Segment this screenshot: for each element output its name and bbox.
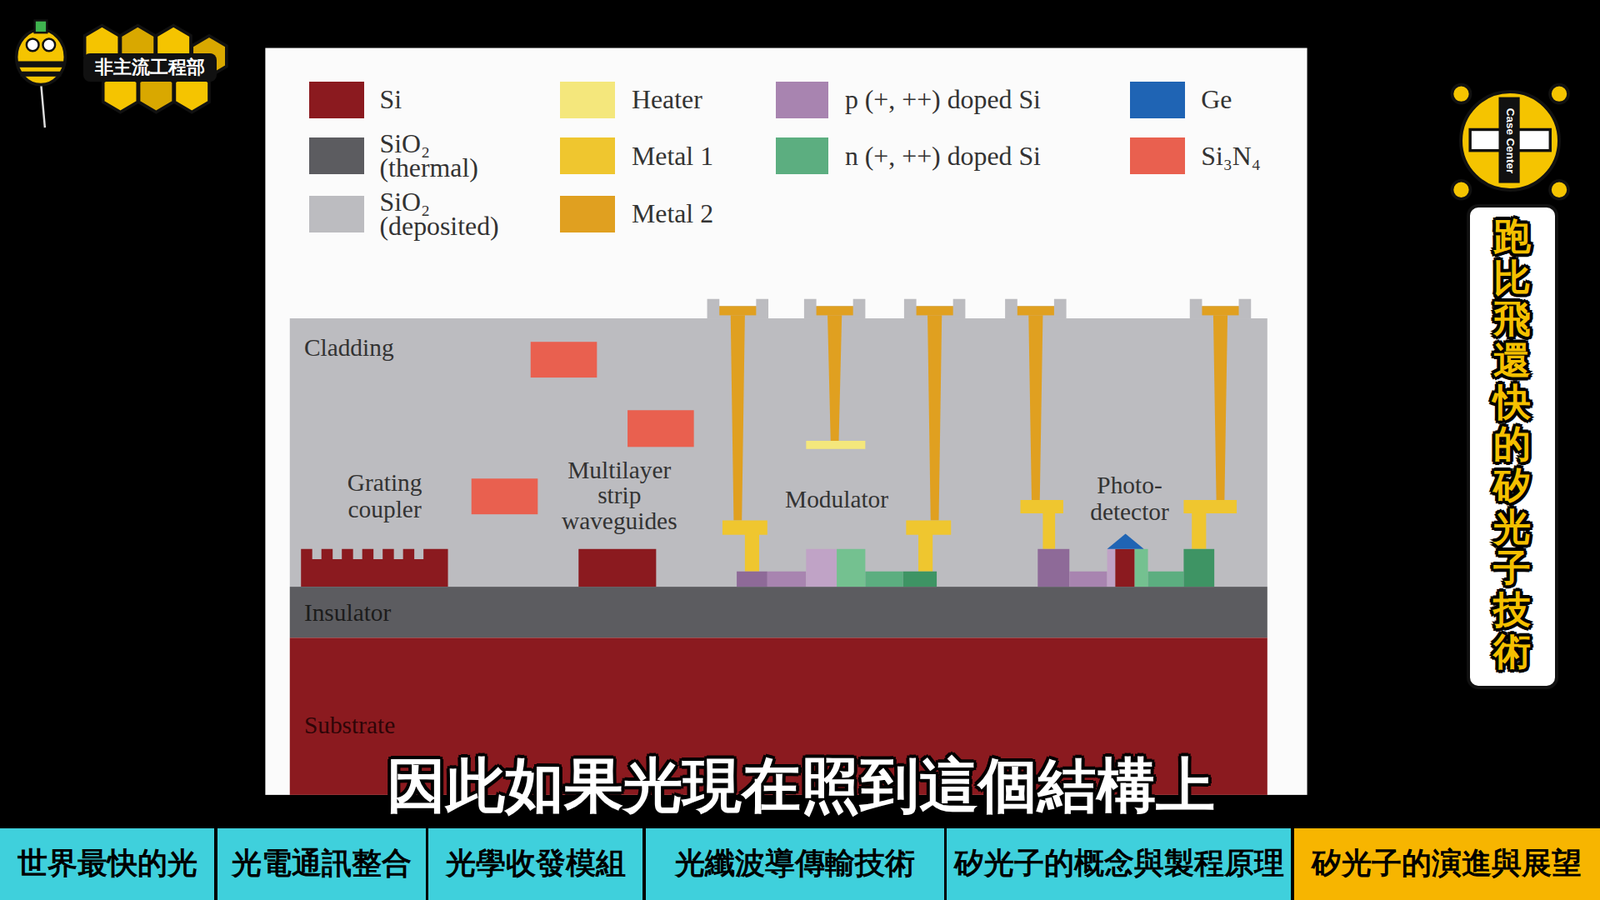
legend-text: Metal 2: [631, 201, 714, 226]
n-doped-si: [836, 549, 865, 587]
legend-swatch: [309, 81, 365, 119]
channel-name-box: 非主流工程部: [83, 53, 216, 82]
bee-stripe: [17, 60, 65, 67]
component-label: Modulator: [735, 486, 940, 514]
layer-name: Substrate: [304, 711, 395, 740]
legend-text: Metal 1: [631, 144, 714, 169]
chapter-name: 光纖波導傳輸技術: [675, 844, 915, 885]
bee-plus: [35, 20, 48, 33]
legend-text: n (+, ++) doped Si: [845, 144, 1041, 169]
badge-ear: [1550, 85, 1569, 104]
legend-swatch: [1130, 137, 1185, 175]
subtitle: 因此如果光現在照到這個結構上: [321, 753, 1281, 819]
legend-text: p (+, ++) doped Si: [845, 87, 1041, 112]
grating-coupler: [300, 549, 448, 587]
p-doped-si: [736, 571, 768, 587]
metal1-contact: [1183, 500, 1237, 550]
metal2-pad: [1017, 305, 1055, 315]
legend-swatch: [560, 195, 615, 233]
sin-waveguide: [627, 410, 695, 447]
cladding-layer: [290, 318, 1268, 587]
legend-swatch: [1130, 81, 1185, 119]
p-doped-si: [1069, 571, 1107, 587]
badge-ear: [1550, 180, 1569, 200]
chapter-name: 光電通訊整合: [231, 844, 412, 885]
n-doped-si: [903, 571, 937, 587]
chapter-name: 矽光子的概念與製程原理: [954, 844, 1285, 885]
p-doped-si: [805, 549, 837, 587]
chapter-name: 世界最快的光: [17, 844, 198, 885]
n-doped-si: [1135, 549, 1149, 587]
insulator-layer: [290, 586, 1268, 638]
sin-waveguide: [530, 341, 598, 378]
component-label: Photo-detector: [1073, 472, 1186, 526]
bee-eye: [26, 39, 40, 52]
legend-swatch: [560, 137, 615, 175]
legend-swatch: [775, 137, 830, 175]
legend-text: SiO₂ (thermal): [380, 131, 523, 181]
legend-text: Heater: [631, 87, 703, 112]
series-title-panel: 跑比飛還快的矽光子技術: [1466, 204, 1559, 690]
bee-body: [16, 30, 66, 85]
chapter-tab: 矽光子的概念與製程原理: [946, 828, 1291, 900]
bee-stinger: [40, 81, 45, 128]
metal2-pad: [916, 305, 954, 315]
layer-name: Cladding: [304, 334, 395, 362]
case-center-badge: Case Center: [1459, 90, 1561, 192]
metal2-via: [927, 315, 942, 520]
chapter-tab: 光纖波導傳輸技術: [645, 828, 945, 900]
legend-text: SiO₂ (deposited): [380, 190, 523, 240]
title-text: Case Center: [1504, 108, 1517, 175]
badge-ear: [1451, 180, 1470, 200]
metal2-pad: [1201, 305, 1239, 315]
legend-text: Si₃N₄: [1200, 144, 1261, 169]
legend-swatch: [560, 81, 615, 119]
germanium: [1107, 533, 1145, 549]
cross-bar: [1499, 96, 1520, 183]
bee-eye: [42, 39, 55, 52]
n-doped-si: [865, 571, 903, 587]
heater: [805, 440, 865, 450]
metal2-via: [827, 315, 842, 441]
metal2-via: [730, 315, 745, 520]
bee-stripe: [20, 71, 61, 77]
title-text: 跑比飛還快的矽光子技術: [1493, 215, 1531, 673]
legend-swatch: [309, 137, 365, 175]
si-rib: [1115, 549, 1135, 587]
legend-text: Ge: [1200, 87, 1232, 112]
p-doped-si: [1037, 549, 1070, 587]
badge-ear: [1451, 85, 1470, 104]
chapter-tab-current: 矽光子的演進與展望: [1294, 828, 1600, 900]
legend-text: Si: [380, 87, 403, 112]
diagram-panel: [265, 48, 1307, 795]
chapter-tab: 世界最快的光: [0, 828, 215, 900]
n-doped-si: [1183, 549, 1215, 587]
p-doped-si: [767, 571, 807, 587]
metal1-contact: [905, 520, 951, 571]
si-waveguide: [578, 549, 656, 587]
sin-waveguide: [471, 478, 539, 515]
metal2-via: [1213, 315, 1228, 500]
chapter-name: 矽光子的演進與展望: [1311, 844, 1582, 885]
metal1-contact: [722, 520, 768, 571]
metal2-pad: [816, 305, 854, 315]
layer-name: Insulator: [304, 599, 391, 627]
p-doped-si: [1107, 549, 1116, 587]
title-text: 非主流工程部: [95, 55, 205, 80]
metal1-contact: [1020, 500, 1063, 550]
insulator-band: Insulator: [290, 586, 1268, 638]
metal2-via: [1028, 315, 1043, 500]
chapter-name: 光學收發模組: [445, 844, 626, 885]
chapter-tab: 光學收發模組: [428, 828, 643, 900]
legend-swatch: [309, 195, 365, 233]
cladding-band: Cladding: [290, 318, 1268, 587]
component-label: Multilayer strip waveguides: [548, 457, 691, 535]
component-label: Grating coupler: [323, 470, 446, 524]
metal2-pad: [719, 305, 756, 315]
chapter-tab: 光電通訊整合: [217, 828, 426, 900]
legend-swatch: [775, 81, 830, 119]
n-doped-si: [1148, 571, 1185, 587]
